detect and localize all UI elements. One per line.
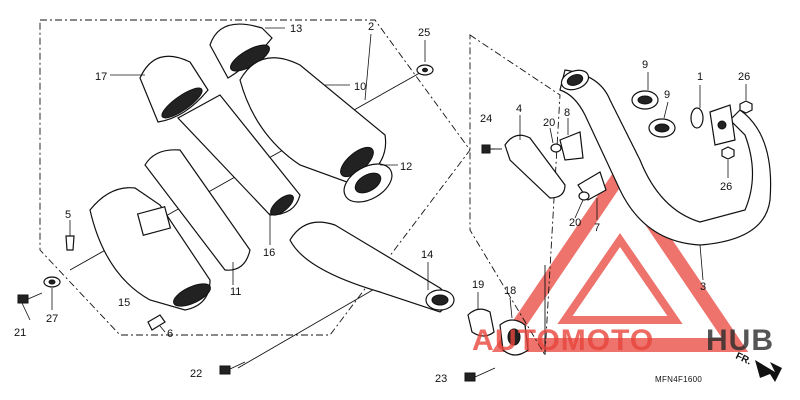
callout-8: 8	[564, 107, 570, 119]
callout-26-upper: 26	[738, 71, 750, 83]
callout-6: 6	[167, 328, 173, 340]
watermark-hub: HUB	[706, 324, 774, 357]
callout-labels: 17 13 2 25 10 12 16 11 14 5 15 6 21 27 2…	[14, 21, 750, 385]
callout-7: 7	[594, 222, 600, 234]
bolt-22-part	[219, 361, 246, 375]
diagram-code: MFN4F1600	[655, 375, 702, 384]
watermark-letter-a: A	[472, 324, 495, 357]
leader-lines	[21, 27, 747, 333]
callout-20-upper: 20	[543, 117, 555, 129]
exhaust-pipe-part	[559, 69, 772, 246]
collar-19-part	[467, 308, 495, 337]
callout-20-lower: 20	[569, 217, 581, 229]
inner-tube-part	[177, 94, 301, 216]
bracket-8-part	[559, 131, 584, 161]
clamp-18-part	[499, 319, 529, 356]
muffler-group-boundary	[39, 19, 471, 336]
muffler-body-part	[89, 187, 211, 311]
clamp-9-lower-part	[648, 118, 676, 138]
callout-3: 3	[700, 281, 706, 293]
front-cap-part	[139, 55, 209, 123]
end-cap-part	[209, 23, 273, 79]
callout-19: 19	[472, 279, 484, 291]
bolt-23-part	[464, 367, 496, 382]
callout-4: 4	[516, 103, 522, 115]
bolt-5-part	[65, 235, 75, 251]
callout-2: 2	[368, 21, 374, 33]
watermark-middle: UTOMOTO	[495, 324, 654, 357]
callout-9-upper: 9	[642, 59, 648, 71]
clamp-9-upper-part	[631, 90, 659, 110]
alignment-line-lower	[237, 279, 391, 369]
callout-14: 14	[421, 249, 433, 261]
callout-27: 27	[46, 313, 58, 325]
nut-26-lower-part	[721, 146, 735, 160]
washer-20-upper-part	[550, 143, 562, 153]
washer-20-lower-part	[578, 191, 590, 201]
bolt-6-part	[147, 314, 166, 331]
callout-9-lower: 9	[664, 89, 670, 101]
callout-18: 18	[504, 285, 516, 297]
watermark-triangle	[491, 162, 749, 352]
callout-23: 23	[435, 373, 447, 385]
callout-17: 17	[95, 71, 107, 83]
callout-10: 10	[354, 81, 366, 93]
callout-11: 11	[230, 286, 241, 298]
callout-25: 25	[418, 27, 430, 39]
nut-26-upper-part	[739, 100, 753, 114]
bolt-21-part	[17, 292, 43, 304]
callout-26-lower: 26	[720, 181, 732, 193]
callout-24: 24	[480, 113, 492, 125]
washer-27-part	[43, 276, 61, 288]
callout-15: 15	[118, 297, 130, 309]
callout-13: 13	[290, 23, 302, 35]
heat-shield-part	[504, 134, 566, 199]
watermark-text: A UTOMOTO HUB	[472, 324, 774, 357]
callout-12: 12	[400, 161, 412, 173]
ring-part	[343, 163, 393, 203]
callout-5: 5	[65, 209, 71, 221]
tail-pipe-part	[289, 221, 455, 313]
callout-21: 21	[14, 327, 26, 339]
callout-22: 22	[190, 368, 202, 380]
callout-16: 16	[263, 247, 275, 259]
callout-1: 1	[697, 71, 703, 83]
flange-part	[709, 104, 736, 146]
washer-25-part	[416, 64, 434, 76]
gasket-part	[690, 107, 704, 129]
